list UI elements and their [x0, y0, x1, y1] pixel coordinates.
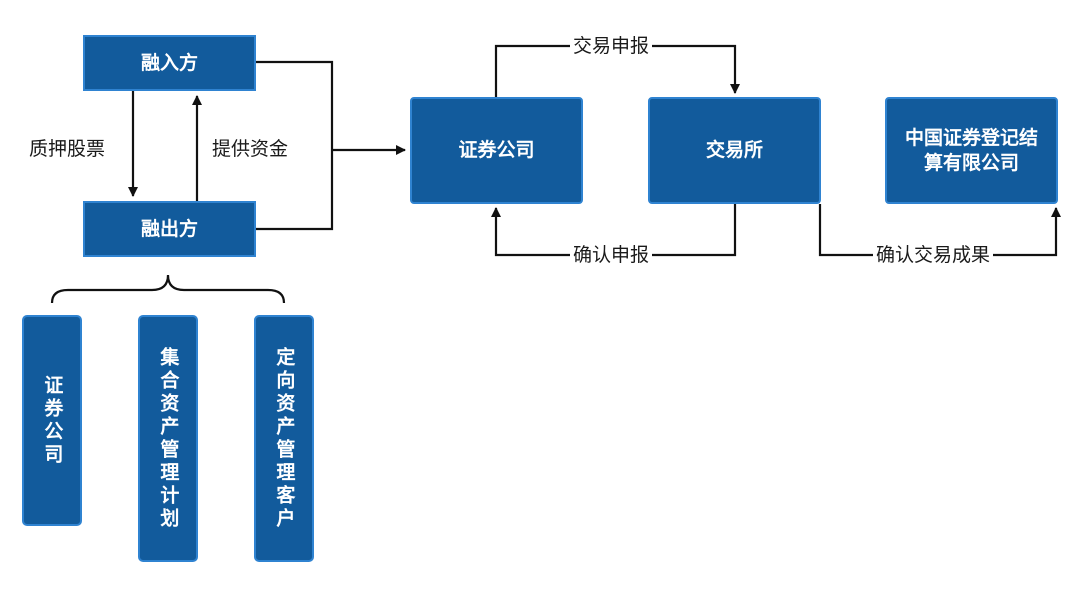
confirm-trade-result-label: 确认交易成果	[873, 246, 994, 265]
lender-type-targeted-asset-client: 定向资产管理客户	[254, 315, 314, 562]
trade-declaration-label: 交易申报	[570, 37, 653, 56]
pledge-stock-label: 质押股票	[29, 138, 106, 160]
lender-types-brace	[50, 274, 286, 304]
securities-company-node: 证券公司	[410, 97, 583, 204]
confirm-declaration-label: 确认申报	[570, 246, 653, 265]
lender-node: 融出方	[83, 201, 256, 257]
csdc-node-label: 中国证券登记结算有限公司	[904, 126, 1038, 174]
exchange-node: 交易所	[648, 97, 821, 204]
lender-type-collective-asset-plan: 集合资产管理计划	[138, 315, 198, 562]
lender-type-securities-company: 证券公司	[22, 315, 82, 526]
borrower-node: 融入方	[83, 35, 256, 91]
borrower-connector	[256, 60, 334, 231]
csdc-node: 中国证券登记结算有限公司	[885, 97, 1058, 204]
provide-funds-label: 提供资金	[212, 138, 289, 160]
